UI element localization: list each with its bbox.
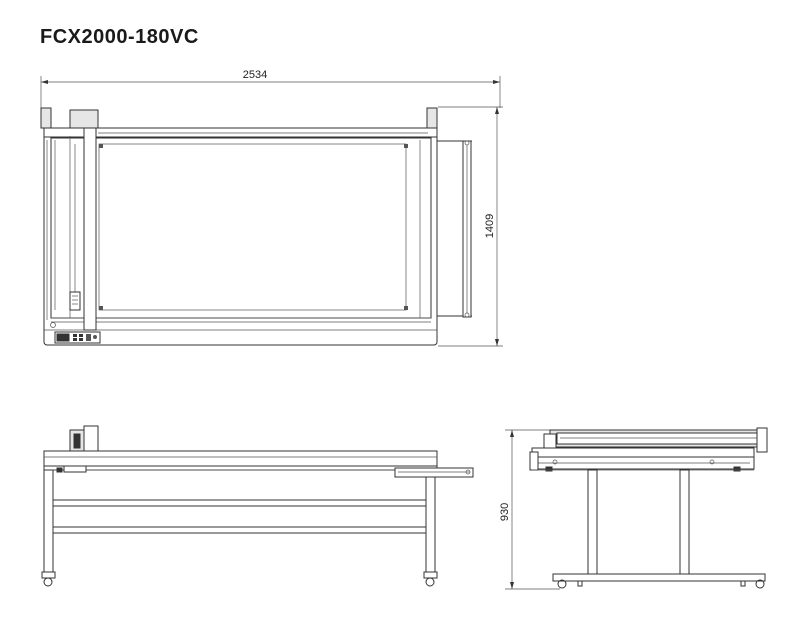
- display-screen: [56, 333, 70, 342]
- right-post: [426, 107, 438, 129]
- side-base: [552, 573, 766, 582]
- control-panel: [54, 331, 101, 344]
- side-left-leg: [587, 469, 598, 575]
- gantry-beam: [83, 124, 97, 331]
- table-top: [43, 450, 438, 467]
- front-view: [41, 425, 474, 587]
- front-extension-arm: [394, 467, 474, 478]
- model-title: FCX2000-180VC: [40, 26, 199, 48]
- side-table-top: [531, 447, 755, 458]
- side-view: 930: [499, 427, 768, 590]
- side-right-leg: [679, 469, 690, 575]
- width-label: 2534: [243, 69, 267, 81]
- top-view: 2534 1409: [40, 69, 503, 347]
- height-label: 930: [499, 503, 511, 521]
- front-right-leg: [425, 469, 436, 573]
- height-dimension: 930: [499, 429, 560, 590]
- left-post: [40, 107, 52, 129]
- depth-label: 1409: [484, 214, 496, 238]
- width-dimension: 2534: [40, 69, 501, 120]
- tool-head: [69, 109, 99, 129]
- extension-arm: [437, 140, 472, 318]
- front-left-leg: [43, 469, 54, 573]
- table-frame: [43, 127, 438, 346]
- depth-dimension: 1409: [438, 106, 503, 347]
